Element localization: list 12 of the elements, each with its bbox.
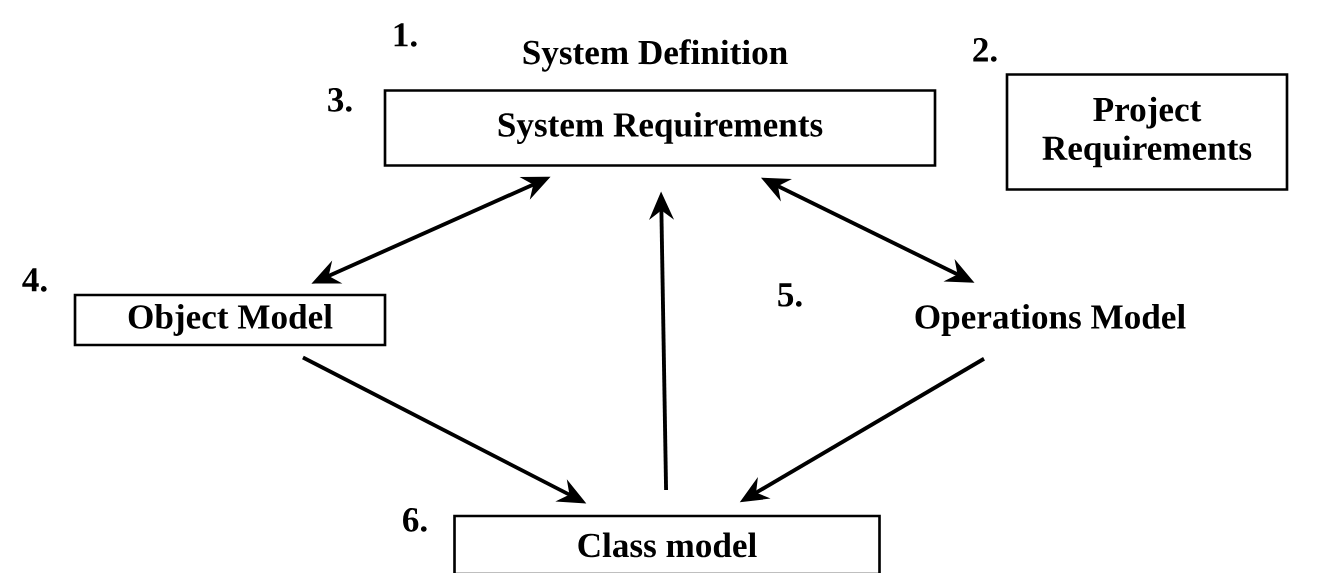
- step-number: 5.: [778, 283, 802, 307]
- node-label: Operations Model: [915, 304, 1186, 336]
- process-box: Project Requirements: [1005, 73, 1289, 191]
- step-number: 2.: [973, 38, 997, 62]
- step-number: 6.: [403, 508, 427, 532]
- step-number: 4.: [22, 268, 47, 292]
- process-box: Class model: [453, 514, 881, 573]
- process-box: System Requirements: [383, 89, 937, 167]
- step-number: 1.: [394, 23, 417, 47]
- process-box: Object Model: [73, 293, 387, 347]
- step-number: 3.: [328, 88, 352, 112]
- heading: System Definition: [523, 39, 788, 72]
